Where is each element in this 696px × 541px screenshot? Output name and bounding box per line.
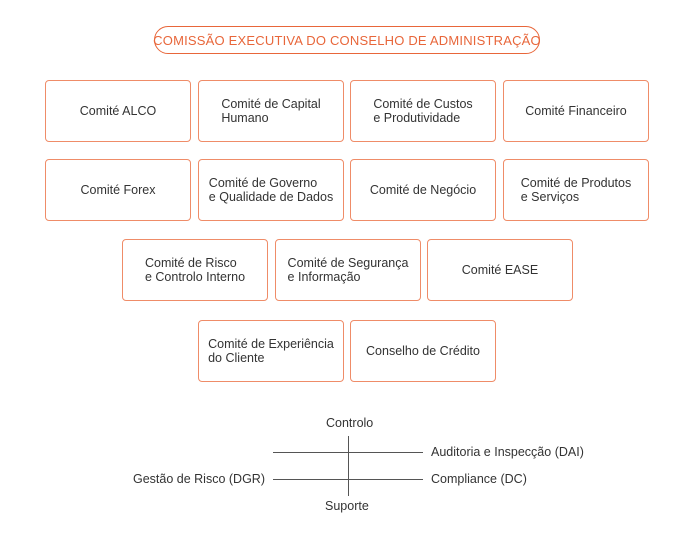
box-comite-ease[interactable]: Comité EASE — [427, 239, 573, 301]
box-label: Conselho de Crédito — [366, 344, 480, 358]
box-label: Comité de Risco e Controlo Interno — [144, 256, 246, 284]
box-label: Comité de Negócio — [369, 183, 477, 197]
box-comite-forex[interactable]: Comité Forex — [45, 159, 191, 221]
axis-left-lower-label: Gestão de Risco (DGR) — [133, 472, 265, 486]
box-comite-risco[interactable]: Comité de Risco e Controlo Interno — [122, 239, 268, 301]
box-label: Comité de Governo e Qualidade de Dados — [208, 176, 334, 204]
box-conselho-credito[interactable]: Conselho de Crédito — [350, 320, 496, 382]
box-comite-alco[interactable]: Comité ALCO — [45, 80, 191, 142]
committee-title: COMISSÃO EXECUTIVA DO CONSELHO DE ADMINI… — [153, 26, 541, 54]
box-label: Comité de Capital Humano — [221, 97, 321, 125]
committee-title-text: COMISSÃO EXECUTIVA DO CONSELHO DE ADMINI… — [153, 32, 541, 48]
box-comite-capital-humano[interactable]: Comité de Capital Humano — [198, 80, 344, 142]
axis-vertical-line — [348, 436, 349, 496]
box-comite-financeiro[interactable]: Comité Financeiro — [503, 80, 649, 142]
box-label: Comité EASE — [461, 263, 539, 277]
axis-upper-line — [273, 452, 423, 453]
axis-right-upper-label: Auditoria e Inspecção (DAI) — [431, 445, 584, 459]
box-label: Comité de Produtos e Serviços — [520, 176, 632, 204]
box-comite-negocio[interactable]: Comité de Negócio — [350, 159, 496, 221]
box-label: Comité de Experiência do Cliente — [208, 337, 334, 365]
box-label: Comité Forex — [80, 183, 156, 197]
box-label: Comité ALCO — [79, 104, 157, 118]
box-comite-produtos[interactable]: Comité de Produtos e Serviços — [503, 159, 649, 221]
box-comite-governo-dados[interactable]: Comité de Governo e Qualidade de Dados — [198, 159, 344, 221]
box-comite-custos[interactable]: Comité de Custos e Produtividade — [350, 80, 496, 142]
box-comite-experiencia[interactable]: Comité de Experiência do Cliente — [198, 320, 344, 382]
box-label: Comité de Segurança e Informação — [287, 256, 409, 284]
axis-lower-line — [273, 479, 423, 480]
axis-bottom-label: Suporte — [325, 499, 369, 513]
axis-right-lower-label: Compliance (DC) — [431, 472, 527, 486]
box-label: Comité Financeiro — [525, 104, 627, 118]
axis-top-label: Controlo — [326, 416, 374, 430]
box-label: Comité de Custos e Produtividade — [373, 97, 473, 125]
box-comite-seguranca[interactable]: Comité de Segurança e Informação — [275, 239, 421, 301]
